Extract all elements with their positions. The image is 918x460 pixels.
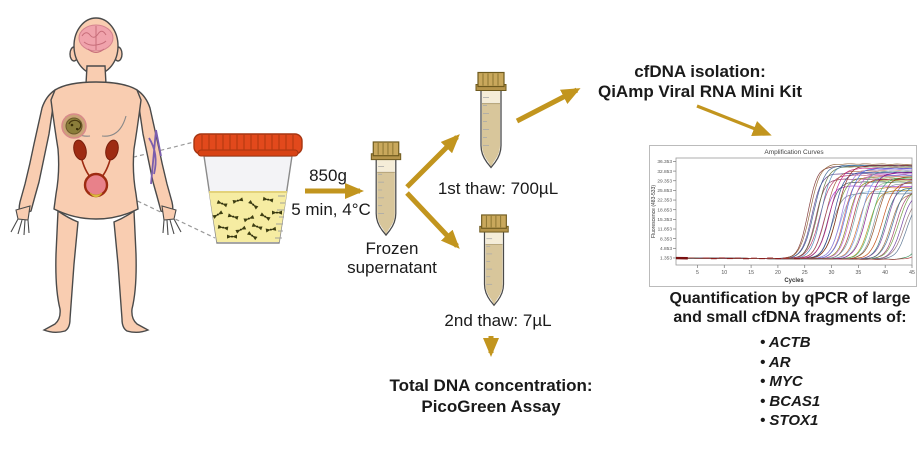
gene-item: • MYC bbox=[760, 373, 803, 390]
frozen-supernatant-label: Frozen supernatant bbox=[347, 239, 437, 277]
cup-lid bbox=[193, 133, 303, 157]
second-thaw-label: 2nd thaw: 7µL bbox=[444, 311, 552, 330]
leg-left bbox=[42, 209, 79, 333]
svg-text:25.853: 25.853 bbox=[657, 188, 672, 194]
bladder-icon bbox=[83, 172, 109, 198]
svg-text:Cycles: Cycles bbox=[784, 278, 804, 284]
svg-text:11.853: 11.853 bbox=[658, 227, 673, 233]
svg-text:36.353: 36.353 bbox=[657, 159, 672, 165]
first-thaw-label: 1st thaw: 700µL bbox=[437, 179, 559, 198]
gene-list: • ACTB • AR • MYC • BCAS1 • STOX1 bbox=[760, 333, 820, 431]
urine-cup bbox=[193, 133, 303, 244]
cup-graduations bbox=[275, 195, 285, 239]
svg-text:32.853: 32.853 bbox=[657, 169, 672, 175]
arm-veins-icon bbox=[148, 129, 162, 185]
frozen-supernatant-tube bbox=[370, 141, 402, 236]
svg-text:45: 45 bbox=[909, 270, 915, 276]
svg-text:29.353: 29.353 bbox=[657, 178, 672, 184]
svg-text:15: 15 bbox=[748, 270, 754, 276]
svg-text:18.853: 18.853 bbox=[657, 207, 672, 213]
qpcr-amplification-chart: Amplification Curves 36.353 32.853 29.353 25… bbox=[649, 145, 917, 287]
gene-item: • BCAS1 bbox=[760, 392, 821, 410]
lid-ribs bbox=[201, 134, 294, 150]
hand-right bbox=[161, 205, 182, 236]
hand-left bbox=[10, 205, 31, 236]
gene-item: • ACTB bbox=[760, 334, 811, 351]
svg-text:1.353: 1.353 bbox=[660, 256, 672, 262]
svg-text:40: 40 bbox=[882, 270, 888, 276]
split-arrow-down bbox=[405, 191, 460, 249]
brain-icon bbox=[78, 24, 114, 53]
second-thaw-tube bbox=[479, 214, 509, 306]
isolation-arrow bbox=[515, 87, 581, 124]
centrifuge-force-label: 850g bbox=[309, 166, 347, 185]
svg-text:8.353: 8.353 bbox=[660, 236, 672, 242]
split-arrow-up bbox=[405, 134, 460, 189]
svg-text:Fluorescence (483-533): Fluorescence (483-533) bbox=[651, 185, 657, 238]
svg-text:5: 5 bbox=[696, 270, 699, 276]
gene-item: • AR bbox=[760, 353, 791, 371]
cfdna-isolation-label: cfDNA isolation: QiAmp Viral RNA Mini Ki… bbox=[597, 62, 803, 101]
svg-text:15.353: 15.353 bbox=[657, 217, 672, 223]
breast-tumor-icon bbox=[61, 113, 87, 139]
quantification-label: Quantification by qPCR of large and smal… bbox=[669, 290, 911, 326]
svg-text:25: 25 bbox=[802, 270, 808, 276]
total-dna-label: Total DNA concentration: PicoGreen Assay bbox=[389, 376, 593, 416]
svg-text:20: 20 bbox=[775, 270, 781, 276]
svg-text:35: 35 bbox=[855, 270, 861, 276]
svg-text:10: 10 bbox=[721, 270, 727, 276]
centrifuge-time-label: 5 min, 4°C bbox=[291, 200, 371, 219]
gene-item: • STOX1 bbox=[760, 412, 819, 429]
first-thaw-tube bbox=[475, 71, 507, 169]
human-body-figure bbox=[10, 17, 182, 333]
svg-text:4.853: 4.853 bbox=[660, 246, 672, 252]
svg-text:30: 30 bbox=[829, 270, 835, 276]
svg-text:Amplification Curves: Amplification Curves bbox=[764, 149, 824, 156]
leg-right bbox=[113, 209, 150, 333]
flow-arrows bbox=[305, 87, 772, 357]
qpcr-chart-arrow bbox=[696, 104, 772, 136]
svg-text:22.353: 22.353 bbox=[657, 198, 672, 204]
